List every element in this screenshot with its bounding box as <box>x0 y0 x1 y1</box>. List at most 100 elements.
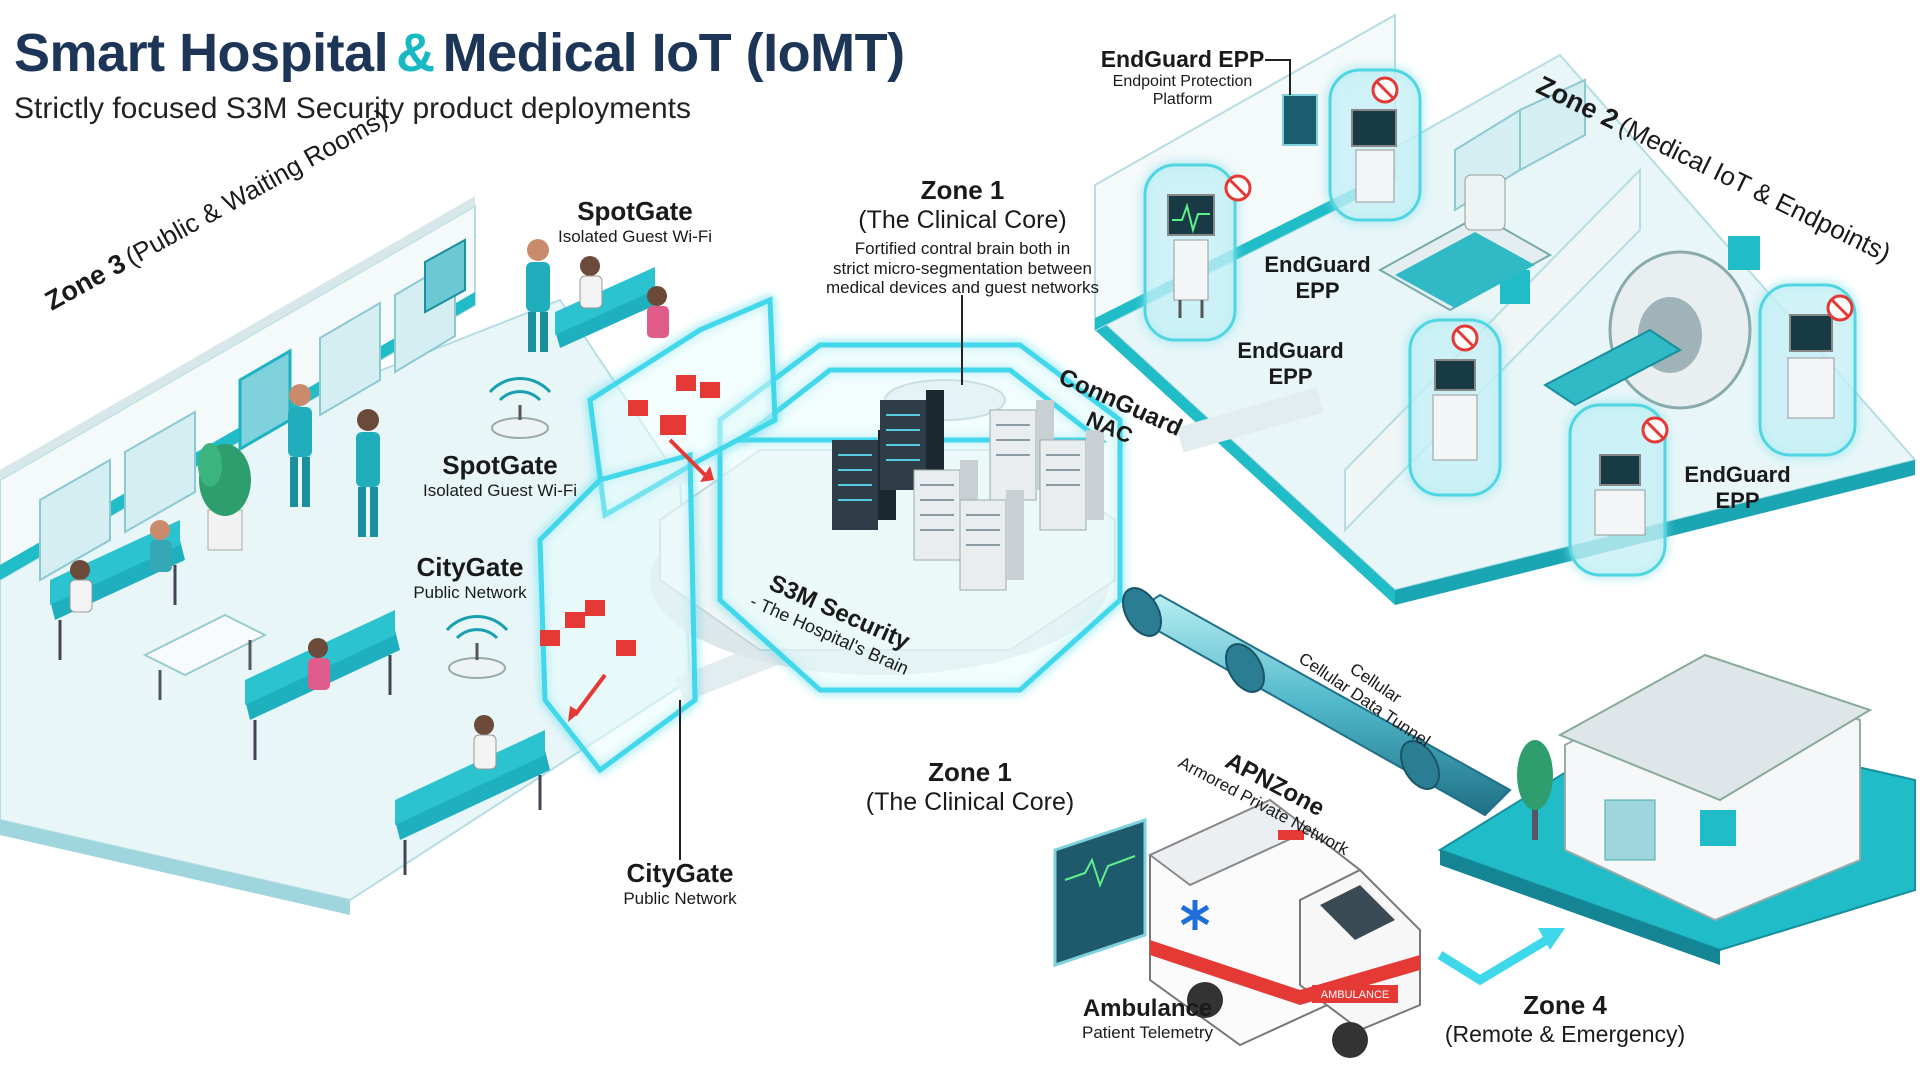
tree <box>1517 740 1553 840</box>
endguard-top-label: EndGuard EPP Endpoint Protection Platfor… <box>1095 46 1270 110</box>
threat-envelope <box>585 600 605 616</box>
workstation-cart <box>1432 359 1478 461</box>
zone1-bottom-name: Zone 1 <box>928 757 1012 787</box>
seated-patient <box>150 520 172 572</box>
citygate-mid-label: CityGate Public Network <box>390 552 550 603</box>
ambulance-name: Ambulance <box>1082 995 1213 1022</box>
server-rack <box>1039 430 1104 531</box>
people-zone3 <box>69 239 669 770</box>
threat-envelope <box>616 640 636 656</box>
wifi-ap-spotgate <box>488 377 552 439</box>
blocked-icon <box>1641 416 1669 444</box>
red-cross-sign <box>1728 236 1760 270</box>
endguard-c-line2: EPP <box>1715 488 1760 513</box>
spotgate-top-name: SpotGate <box>577 196 693 226</box>
spotgate-mid-label: SpotGate Isolated Guest Wi-Fi <box>400 450 600 501</box>
ultrasound-cart <box>1594 454 1646 536</box>
deflect-arrow <box>573 673 607 717</box>
wall-monitor <box>1282 94 1318 146</box>
seated-patient <box>69 560 93 613</box>
citygate-bottom-desc: Public Network <box>623 889 737 908</box>
seated-patient <box>647 286 669 338</box>
waiting-table <box>142 613 268 700</box>
deflect-arrow <box>668 438 707 477</box>
zone1-bottom-desc: (The Clinical Core) <box>865 788 1075 816</box>
cross-icon <box>1700 810 1736 846</box>
zone4-desc: (Remote & Emergency) <box>1444 1021 1686 1047</box>
link-arrow <box>1437 931 1558 986</box>
ambulance-vehicle: AMBULANCE <box>1148 798 1421 1058</box>
patient-monitor <box>1167 194 1215 318</box>
zone4-area: AMBULANCE <box>1053 653 1916 1058</box>
tunnel-rings <box>1122 587 1440 790</box>
title-part1: Smart Hospital <box>14 23 389 83</box>
page-subtitle: Strictly focused S3M Security product de… <box>14 92 691 125</box>
endguard-top-desc-line: Endpoint Protection <box>1112 73 1253 90</box>
threat-envelope <box>700 382 720 398</box>
zone4-label: Zone 4 (Remote & Emergency) <box>1430 990 1700 1048</box>
star-of-life-icon <box>1180 900 1210 930</box>
title-ampersand: & <box>396 23 435 83</box>
zone3-area <box>0 196 692 915</box>
mri-scanner <box>1543 250 1752 410</box>
threat-envelope <box>628 400 648 416</box>
vitals-cart <box>1351 109 1397 203</box>
hospital-bed <box>1377 174 1553 312</box>
endguard-b-line2: EPP <box>1268 364 1313 389</box>
zone4-name: Zone 4 <box>1523 990 1607 1020</box>
zone1-top-desc: (The Clinical Core) <box>858 206 1067 234</box>
zone3-windows <box>39 258 456 582</box>
monitor-cart <box>1787 314 1835 419</box>
endguard-b-label: EndGuard EPP <box>1228 338 1353 390</box>
staff <box>526 239 550 352</box>
cellular-tunnel <box>1122 587 1512 817</box>
threat-envelope <box>540 630 560 646</box>
zone1-bottom-label: Zone 1 (The Clinical Core) <box>845 757 1095 817</box>
spotgate-top-desc: Isolated Guest Wi-Fi <box>558 227 712 246</box>
blocked-icon <box>1826 294 1854 322</box>
citygate-mid-desc: Public Network <box>413 583 527 602</box>
seated-patient <box>308 638 330 690</box>
ambulance-desc: Patient Telemetry <box>1081 1023 1214 1042</box>
seated-patient <box>473 715 497 770</box>
endguard-top-desc-line: Platform <box>1152 91 1213 109</box>
server-rack <box>959 490 1024 591</box>
blocked-icon <box>1451 324 1479 352</box>
zone3-floor-edge <box>0 820 350 915</box>
endguard-b-line1: EndGuard <box>1237 338 1344 363</box>
chair-row <box>555 267 660 348</box>
threat-envelope <box>565 612 585 628</box>
spotgate-mid-desc: Isolated Guest Wi-Fi <box>423 481 577 500</box>
zone2-floor-edge <box>1095 315 1395 605</box>
endguard-a-label: EndGuard EPP <box>1255 252 1380 304</box>
server-racks <box>832 390 1104 591</box>
endguard-c-label: EndGuard EPP <box>1675 462 1800 514</box>
spotgate-mid-name: SpotGate <box>442 450 558 480</box>
potted-plant <box>198 443 251 551</box>
zone3-wall-top <box>0 196 475 480</box>
wall-screen <box>424 238 466 314</box>
zone1-note-line: medical devices and guest networks <box>825 278 1100 298</box>
zone1-note-line: Fortified contral brain both in <box>854 239 1071 258</box>
chair-row <box>395 730 550 875</box>
blocked-icon <box>1371 76 1399 104</box>
citygate-bottom-name: CityGate <box>626 858 734 888</box>
endguard-top-name: EndGuard EPP <box>1100 46 1265 72</box>
citygate-mid-name: CityGate <box>416 552 524 582</box>
zone1-top-label: Zone 1 (The Clinical Core) Fortified con… <box>820 175 1105 298</box>
endguard-a-line1: EndGuard <box>1264 252 1371 277</box>
zone1-top-name: Zone 1 <box>920 175 1005 205</box>
wifi-ap-citygate <box>445 615 509 679</box>
blocked-traffic <box>540 375 720 722</box>
page-title: Smart Hospital&Medical IoT (IoMT) <box>14 22 905 84</box>
clinic-building <box>1557 653 1873 922</box>
callout-lines <box>679 59 1291 860</box>
zone2-area <box>1093 13 1917 605</box>
endguard-c-line1: EndGuard <box>1684 462 1791 487</box>
endguard-a-line2: EPP <box>1295 278 1340 303</box>
threat-envelope <box>660 415 686 435</box>
citygate-bottom-label: CityGate Public Network <box>600 858 760 909</box>
doctor <box>356 409 380 537</box>
link-arrow-head <box>1538 928 1565 950</box>
